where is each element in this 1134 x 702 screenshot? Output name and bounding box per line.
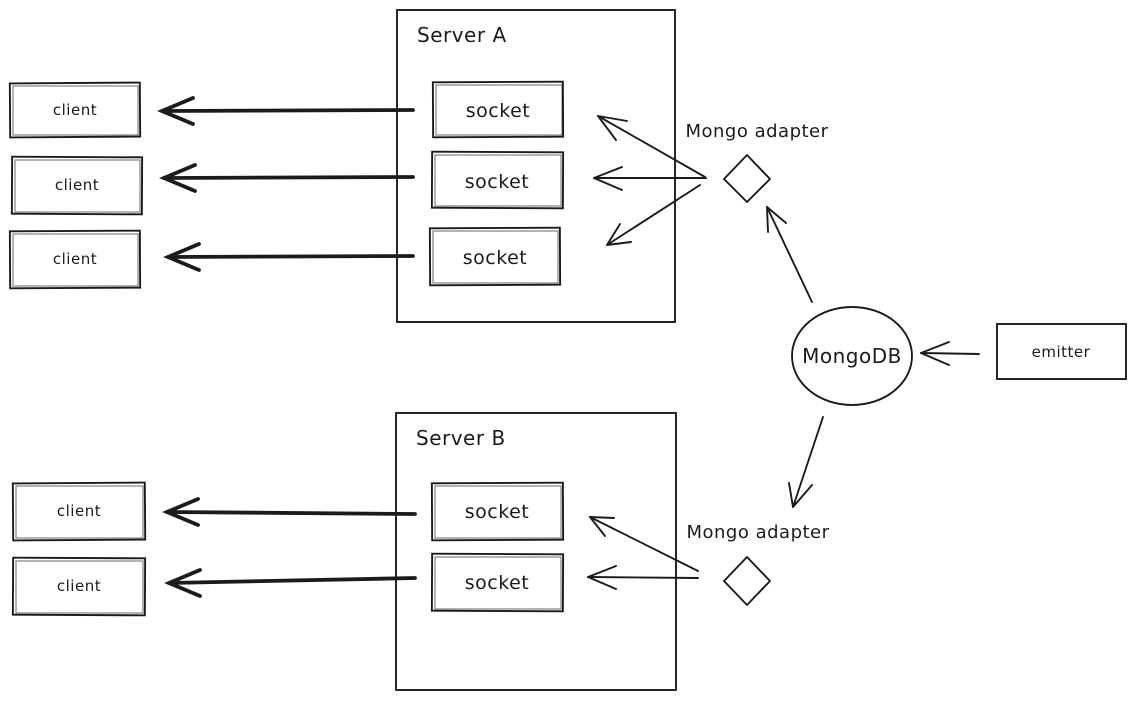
- socket-a3-label: socket: [463, 247, 527, 269]
- client-bottom-2-label: client: [57, 577, 101, 595]
- client-box-top-1: client: [8, 81, 142, 139]
- server-b-box: [395, 412, 677, 691]
- mongodb-label: MongoDB: [802, 344, 902, 368]
- arrow-adapterBottom-to-socketB2: [587, 565, 699, 590]
- arrow-serverA-to-client2: [159, 163, 415, 193]
- server-a-group: Server A socket socket socket: [396, 9, 676, 323]
- arrow-mongodb-to-adapterBottom: [788, 416, 824, 508]
- socket-box-a3: socket: [428, 226, 562, 287]
- socket-a1-label: socket: [466, 100, 530, 122]
- arrow-serverA-to-client1: [157, 96, 415, 126]
- socket-box-b1: socket: [430, 481, 565, 542]
- emitter-group: emitter: [996, 323, 1127, 380]
- arrow-adapterBottom-to-socketB1: [589, 516, 699, 572]
- client-top-1-label: client: [53, 101, 97, 119]
- socket-a2-label: socket: [465, 171, 529, 193]
- arrow-emitter-to-mongodb: [920, 341, 980, 366]
- socket-box-a1: socket: [431, 80, 565, 139]
- socket-box-a2: socket: [430, 150, 565, 210]
- arrow-mongodb-to-adapterTop: [766, 206, 813, 303]
- client-box-top-2: client: [10, 155, 144, 216]
- mongo-adapter-bottom-diamond: [723, 556, 771, 606]
- emitter-box: [996, 323, 1127, 380]
- client-top-2-label: client: [55, 176, 99, 194]
- mongo-adapter-top-label: Mongo adapter: [685, 121, 828, 142]
- socket-box-b2: socket: [430, 552, 565, 613]
- arrow-serverA-to-client3: [163, 242, 415, 272]
- mongo-adapter-top-diamond: [723, 154, 771, 203]
- server-b-label: Server B: [416, 426, 506, 450]
- arrow-adapterTop-to-socketA2: [593, 166, 707, 191]
- mongodb-ellipse: [791, 306, 913, 406]
- arrow-serverB-to-client2: [164, 568, 417, 598]
- server-b-group: Server B socket socket: [395, 412, 677, 691]
- mongodb-group: MongoDB: [791, 306, 913, 406]
- emitter-label: emitter: [1032, 343, 1091, 361]
- mongo-adapter-bottom-group: Mongo adapter: [686, 522, 829, 606]
- mongo-adapter-bottom-label: Mongo adapter: [686, 522, 829, 543]
- server-a-label: Server A: [417, 23, 507, 47]
- arrow-serverB-to-client1: [162, 497, 417, 527]
- arrow-adapterTop-to-socketA1: [597, 115, 706, 178]
- client-box-bottom-1: client: [11, 481, 147, 542]
- socket-b1-label: socket: [465, 501, 529, 523]
- client-box-top-3: client: [8, 229, 142, 290]
- socket-b2-label: socket: [465, 572, 529, 594]
- arrow-adapterTop-to-socketA3: [606, 184, 701, 246]
- mongo-adapter-top-group: Mongo adapter: [685, 121, 828, 203]
- client-box-bottom-2: client: [11, 556, 147, 617]
- client-bottom-1-label: client: [57, 502, 101, 520]
- client-top-3-label: client: [53, 250, 97, 268]
